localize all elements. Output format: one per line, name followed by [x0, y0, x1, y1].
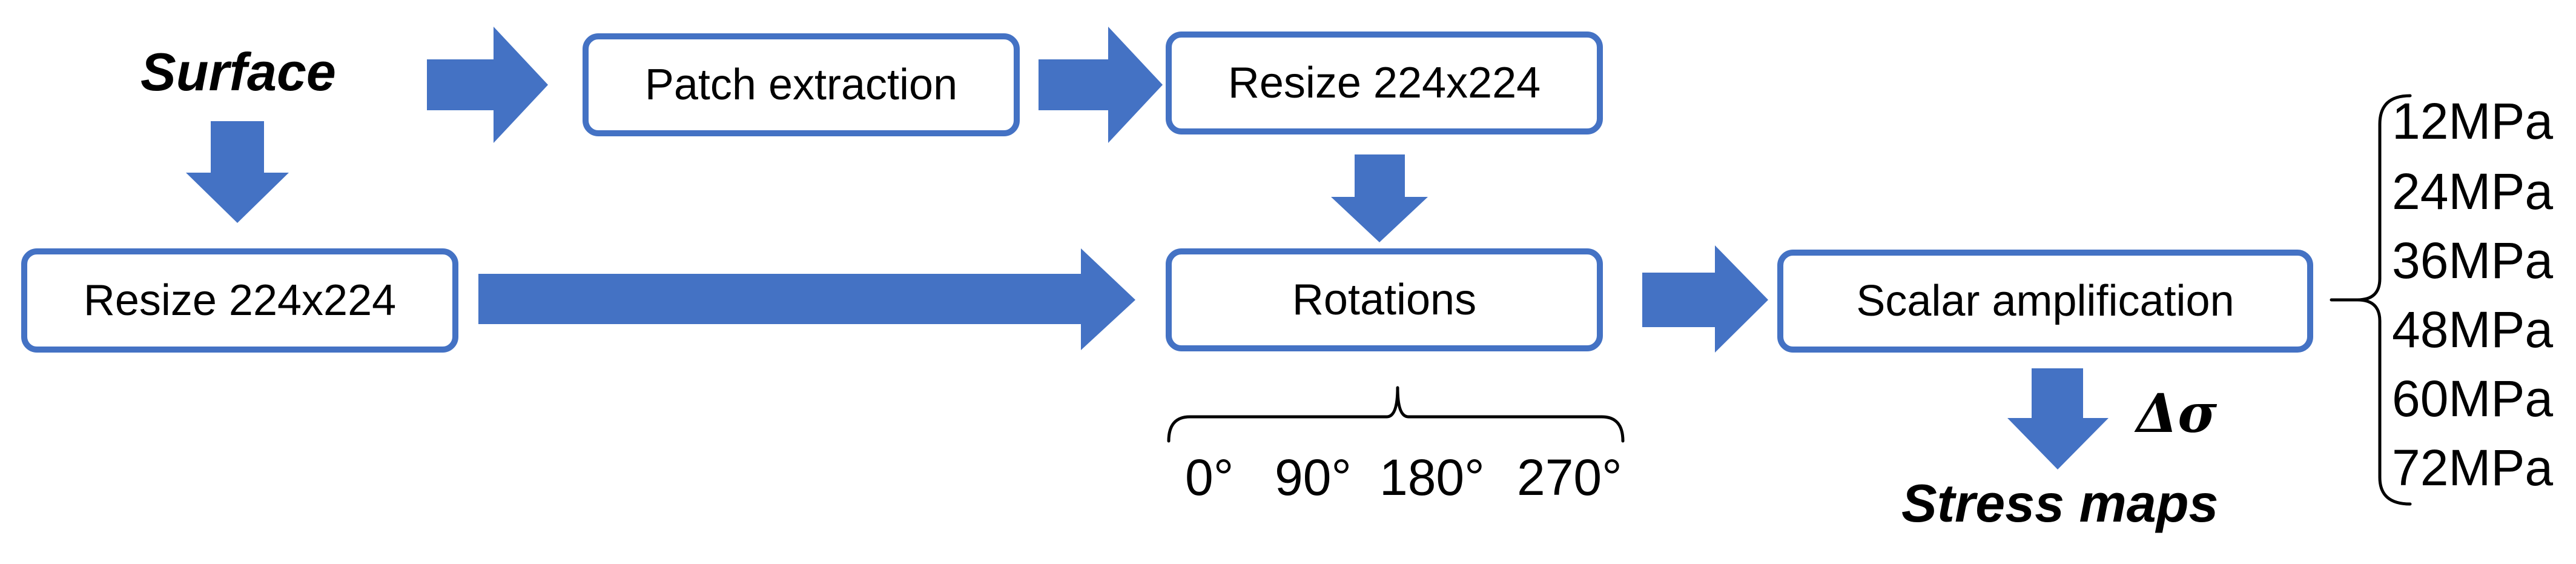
arrow-patch-to-resize	[1039, 27, 1163, 143]
angle-270-label: 270°	[1517, 449, 1622, 506]
scalar-amplification-box: Scalar amplification	[1777, 250, 2313, 353]
arrow-surface-to-resize	[186, 121, 289, 223]
arrow-rotations-to-amplification	[1642, 245, 1768, 353]
level-36-label: 36MPa	[2392, 232, 2554, 289]
level-72-label: 72MPa	[2392, 439, 2554, 496]
rotations-box: Rotations	[1166, 248, 1603, 351]
angle-90-label: 90°	[1275, 449, 1352, 506]
rotations-label: Rotations	[1292, 276, 1477, 324]
angle-180-label: 180°	[1379, 449, 1485, 506]
surface-label: Surface	[140, 42, 336, 102]
level-12-label: 12MPa	[2392, 93, 2554, 150]
resize-left-box: Resize 224x224	[21, 248, 458, 353]
delta-sigma-label: Δσ	[2136, 382, 2218, 445]
arrow-resize-left-to-rotations	[478, 248, 1135, 350]
level-60-label: 60MPa	[2392, 370, 2554, 427]
arrow-surface-to-patch	[427, 27, 548, 143]
patch-extraction-label: Patch extraction	[644, 61, 958, 109]
resize-top-box: Resize 224x224	[1166, 32, 1603, 134]
level-48-label: 48MPa	[2392, 301, 2554, 358]
angle-0-label: 0°	[1185, 449, 1234, 506]
arrow-resize-to-rotations	[1331, 154, 1428, 242]
level-24-label: 24MPa	[2392, 163, 2554, 220]
patch-extraction-box: Patch extraction	[583, 33, 1020, 136]
arrow-amplification-to-stress-maps	[2007, 368, 2109, 469]
resize-left-label: Resize 224x224	[83, 276, 397, 325]
scalar-amplification-label: Scalar amplification	[1856, 277, 2234, 325]
resize-top-label: Resize 224x224	[1227, 59, 1541, 107]
stress-maps-label: Stress maps	[1901, 473, 2219, 533]
rotations-brace	[1167, 386, 1625, 443]
